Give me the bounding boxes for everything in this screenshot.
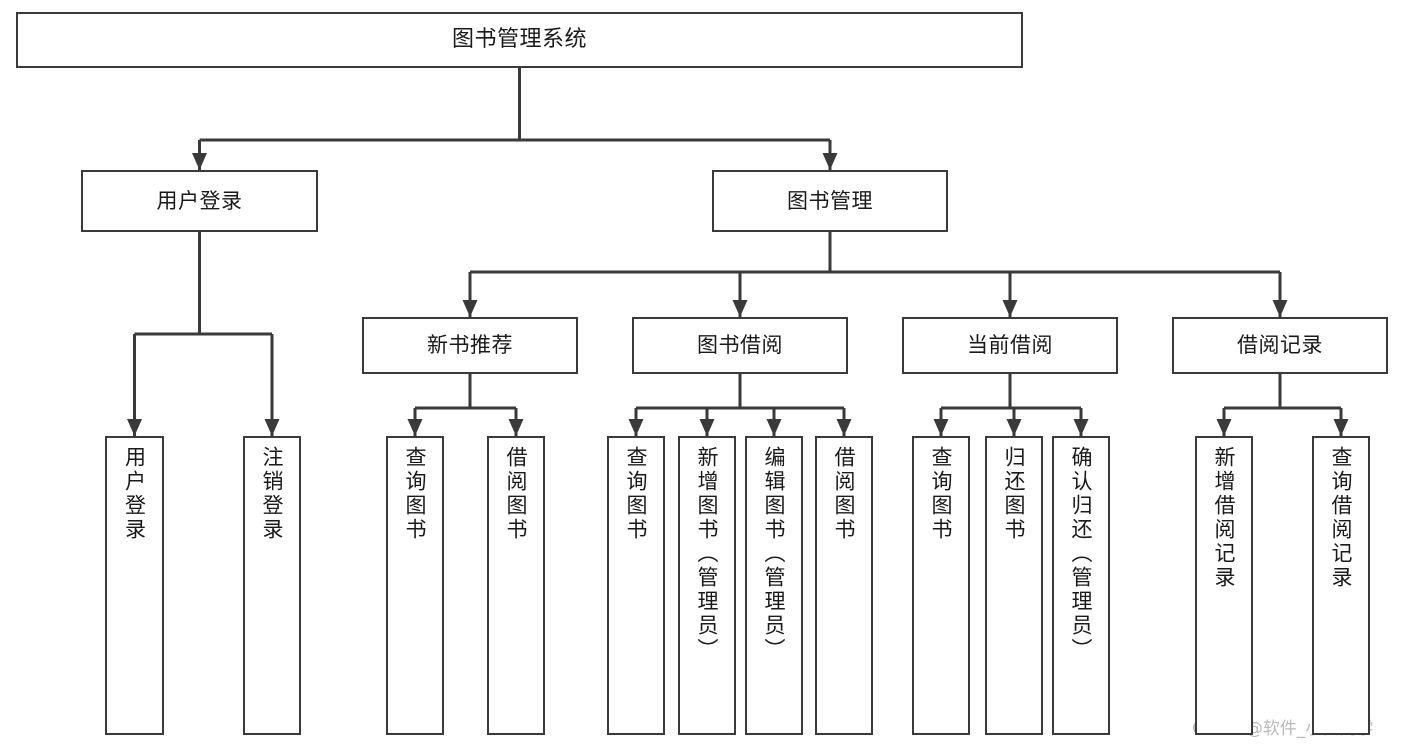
node-label-leaf-cur-return: 归还图书 — [1002, 446, 1027, 542]
arrowhead-newbook — [462, 300, 478, 317]
arrowhead-records — [1272, 300, 1288, 317]
node-label-borrow: 图书借阅 — [697, 333, 783, 358]
node-leaf-user-logout[interactable]: 注销登录 — [243, 436, 301, 735]
arrowhead-leaf-rec-query — [1333, 419, 1349, 436]
node-label-bookmgmt: 图书管理 — [787, 188, 873, 213]
arrowhead-leaf-user-login — [127, 419, 142, 436]
arrowhead-leaf-nb-query — [407, 419, 423, 436]
node-leaf-cur-query[interactable]: 查询图书 — [912, 436, 970, 735]
node-leaf-cur-return[interactable]: 归还图书 — [985, 436, 1043, 735]
node-borrow[interactable]: 图书借阅 — [632, 317, 848, 374]
node-label-leaf-cur-query: 查询图书 — [929, 446, 954, 542]
arrowhead-leaf-rec-add — [1216, 419, 1232, 436]
node-label-root: 图书管理系统 — [451, 27, 587, 53]
node-leaf-nb-borrow[interactable]: 借阅图书 — [487, 436, 545, 735]
arrowhead-leaf-user-logout — [264, 419, 280, 436]
arrowhead-leaf-cur-return — [1006, 419, 1022, 436]
node-leaf-cur-confirm[interactable]: 确认归还（管理员） — [1052, 436, 1110, 735]
arrowhead-leaf-bl-borrow — [836, 419, 852, 436]
node-leaf-bl-edit[interactable]: 编辑图书（管理员） — [745, 436, 803, 735]
node-leaf-bl-borrow[interactable]: 借阅图书 — [815, 436, 873, 735]
arrowhead-login — [192, 153, 207, 170]
arrowhead-leaf-nb-borrow — [508, 419, 524, 436]
node-root[interactable]: 图书管理系统 — [16, 12, 1023, 68]
node-newbook[interactable]: 新书推荐 — [362, 317, 578, 374]
arrowhead-borrow — [732, 300, 748, 317]
node-label-leaf-bl-edit: 编辑图书（管理员） — [762, 446, 787, 662]
node-label-current: 当前借阅 — [967, 333, 1053, 358]
arrowhead-bookmgmt — [822, 153, 838, 170]
node-label-leaf-user-login: 用户登录 — [122, 446, 147, 542]
node-label-leaf-rec-add: 新增借阅记录 — [1212, 446, 1237, 590]
node-records[interactable]: 借阅记录 — [1172, 317, 1388, 374]
node-label-leaf-bl-query: 查询图书 — [624, 446, 649, 542]
node-leaf-rec-add[interactable]: 新增借阅记录 — [1195, 436, 1253, 735]
arrowhead-leaf-bl-add — [699, 419, 715, 436]
node-label-leaf-cur-confirm: 确认归还（管理员） — [1069, 446, 1094, 662]
node-leaf-rec-query[interactable]: 查询借阅记录 — [1312, 436, 1370, 735]
node-label-newbook: 新书推荐 — [427, 333, 513, 358]
node-leaf-bl-query[interactable]: 查询图书 — [607, 436, 665, 735]
arrowhead-leaf-cur-query — [933, 419, 949, 436]
node-label-leaf-bl-add: 新增图书（管理员） — [695, 446, 720, 662]
node-label-login: 用户登录 — [156, 188, 243, 213]
node-leaf-nb-query[interactable]: 查询图书 — [386, 436, 444, 735]
arrowhead-leaf-bl-query — [628, 419, 644, 436]
node-label-leaf-bl-borrow: 借阅图书 — [832, 446, 857, 542]
node-current[interactable]: 当前借阅 — [902, 317, 1118, 374]
node-label-leaf-rec-query: 查询借阅记录 — [1329, 446, 1354, 590]
arrowhead-leaf-cur-confirm — [1073, 419, 1089, 436]
arrowhead-leaf-bl-edit — [766, 419, 782, 436]
node-login[interactable]: 用户登录 — [81, 170, 318, 232]
node-label-records: 借阅记录 — [1237, 333, 1323, 358]
arrowhead-current — [1002, 300, 1018, 317]
node-label-leaf-nb-borrow: 借阅图书 — [504, 446, 529, 542]
node-leaf-bl-add[interactable]: 新增图书（管理员） — [678, 436, 736, 735]
node-bookmgmt[interactable]: 图书管理 — [712, 170, 948, 232]
node-leaf-user-login[interactable]: 用户登录 — [105, 436, 164, 735]
node-label-leaf-user-logout: 注销登录 — [260, 446, 285, 542]
node-label-leaf-nb-query: 查询图书 — [403, 446, 428, 542]
